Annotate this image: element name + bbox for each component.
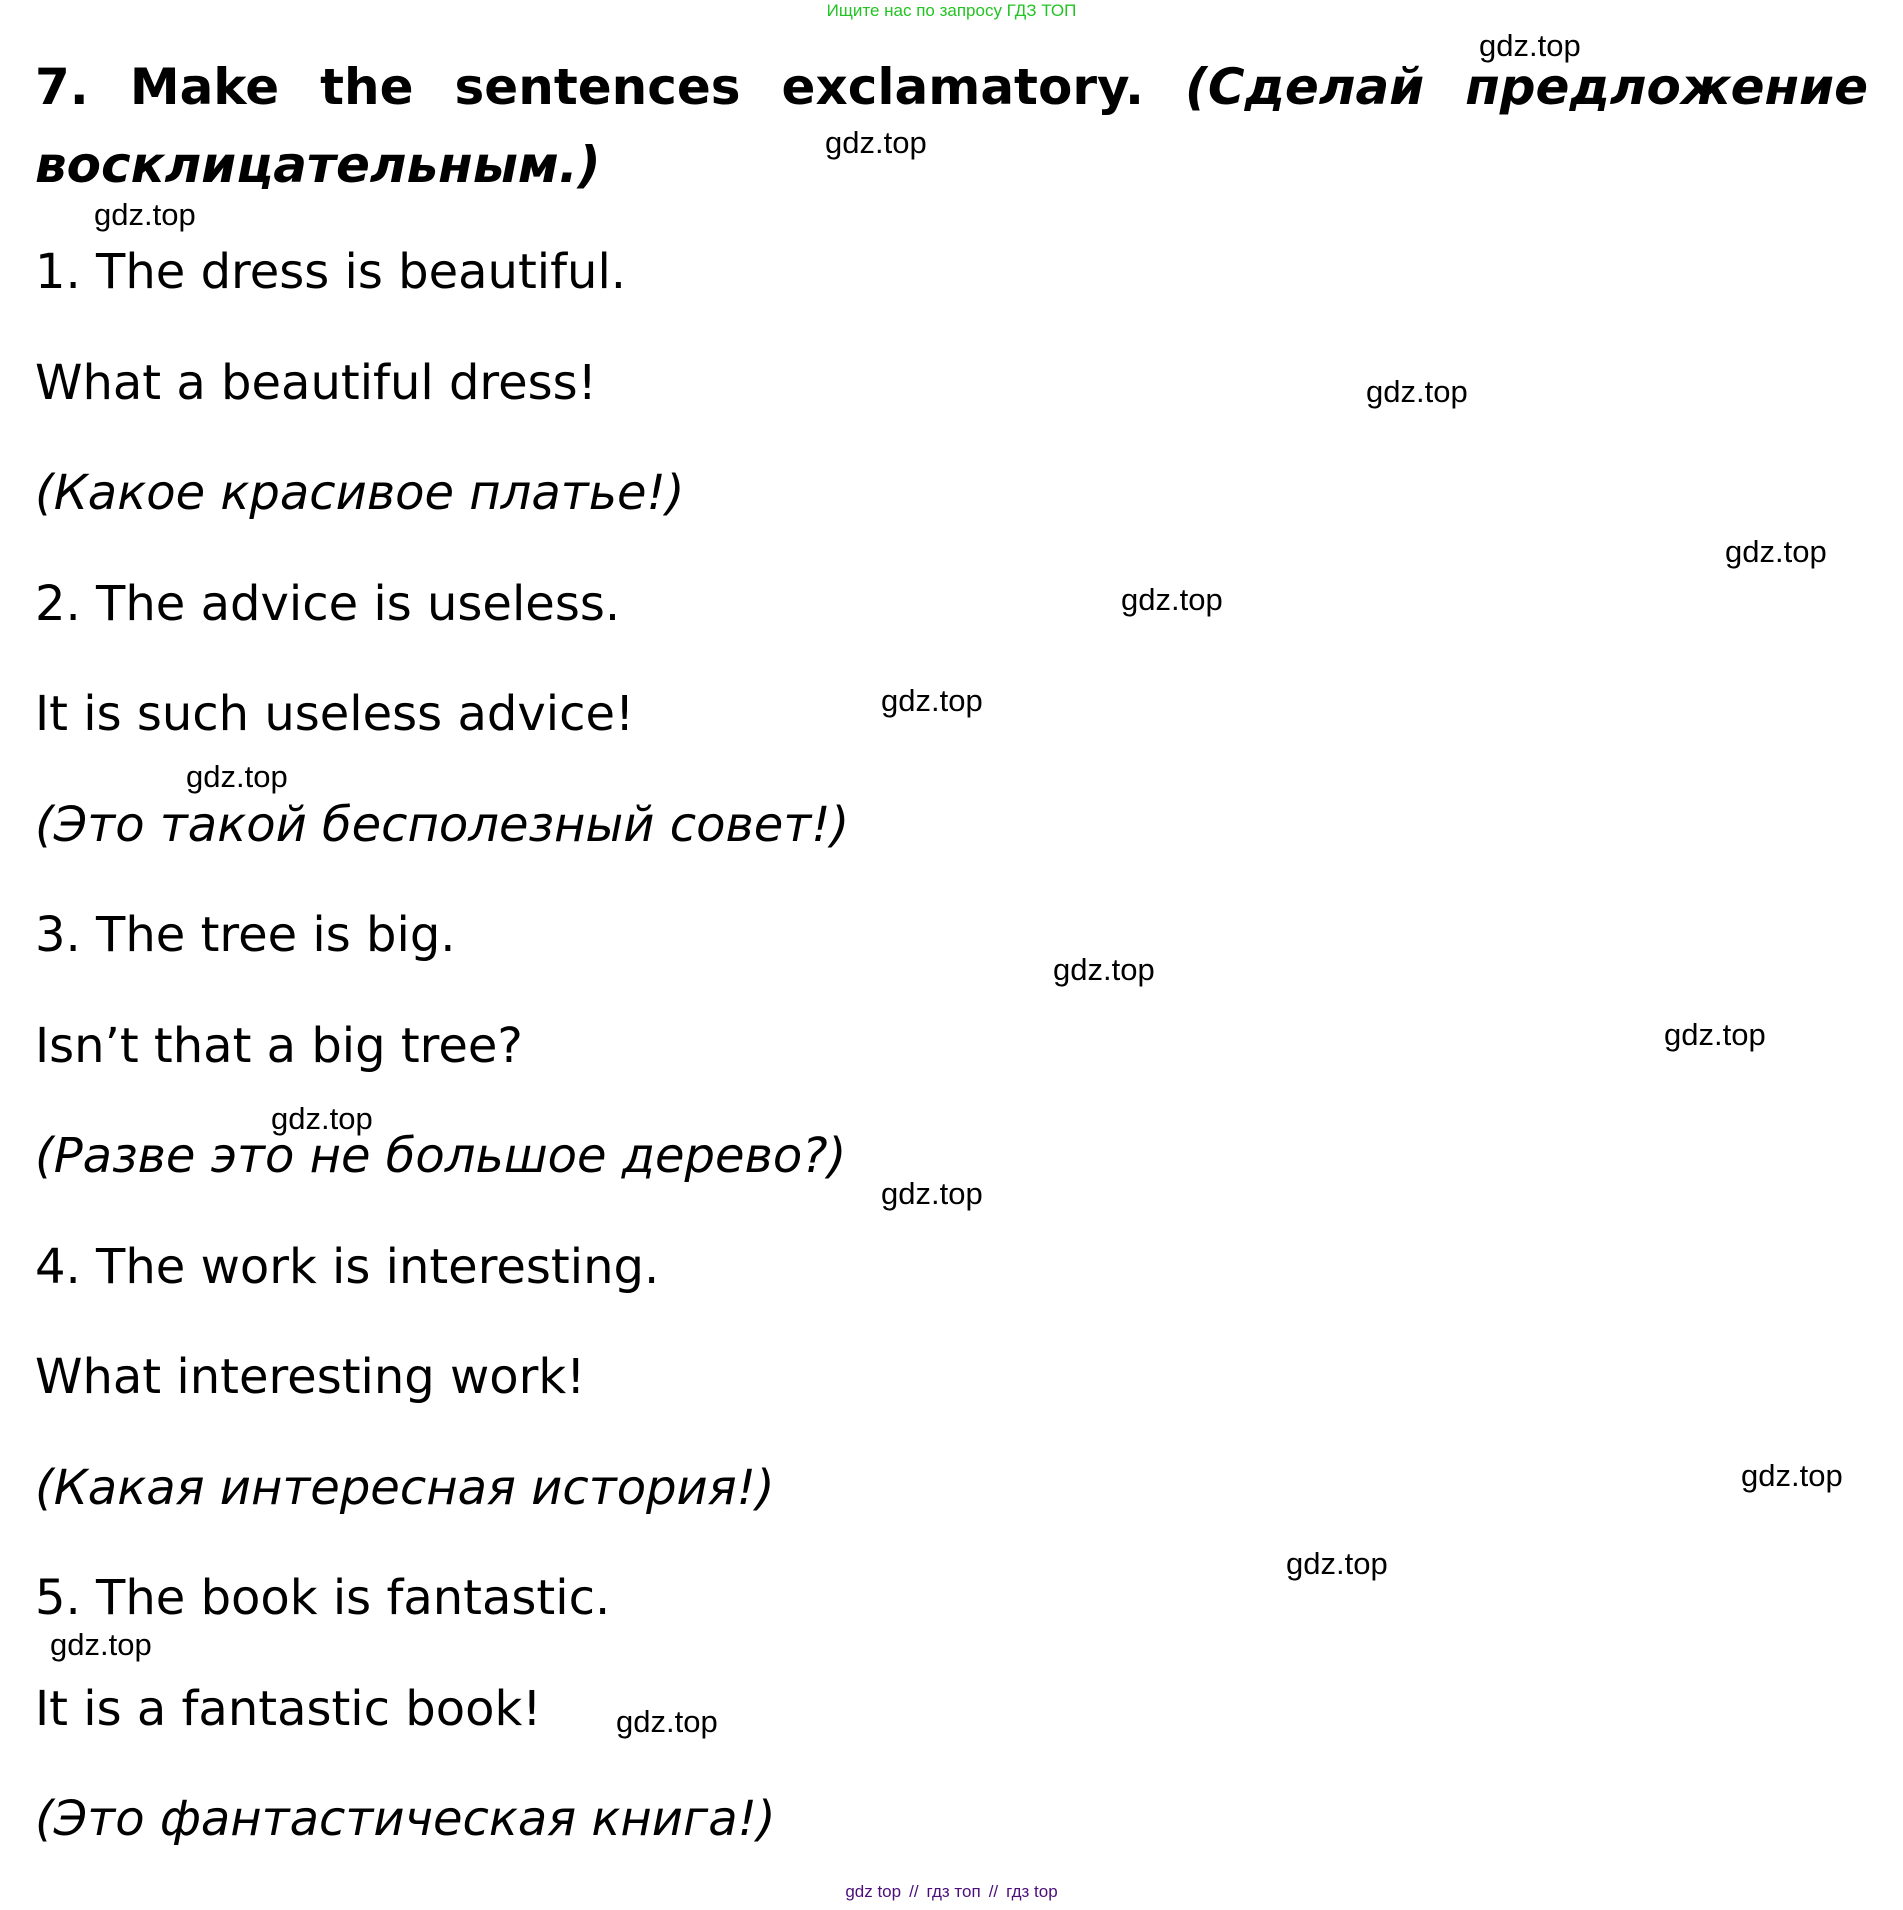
footer-link[interactable]: гдз top bbox=[1006, 1882, 1058, 1901]
footer-links: gdz top // гдз топ // гдз top bbox=[0, 1882, 1903, 1902]
task-heading: 7. Make the sentences exclamatory. (Сдел… bbox=[35, 48, 1868, 204]
watermark: gdz.top bbox=[1664, 1017, 1766, 1052]
watermark: gdz.top bbox=[1479, 28, 1581, 63]
item-1-translation: (Какое красивое платье!) bbox=[35, 465, 685, 521]
watermark: gdz.top bbox=[1725, 534, 1827, 569]
watermark: gdz.top bbox=[1121, 582, 1223, 617]
watermark: gdz.top bbox=[881, 683, 983, 718]
watermark: gdz.top bbox=[1741, 1458, 1843, 1493]
watermark: gdz.top bbox=[825, 125, 927, 160]
watermark: gdz.top bbox=[271, 1101, 373, 1136]
top-banner: Ищите нас по запросу ГДЗ ТОП bbox=[826, 1, 1077, 20]
item-1-original: 1. The dress is beautiful. bbox=[35, 244, 627, 300]
item-1-answer: What a beautiful dress! bbox=[35, 355, 597, 411]
watermark: gdz.top bbox=[94, 197, 196, 232]
task-instruction-en: Make the sentences exclamatory. bbox=[129, 58, 1144, 116]
item-4-translation: (Какая интересная история!) bbox=[35, 1460, 775, 1516]
item-2-translation: (Это такой бесполезный совет!) bbox=[35, 797, 850, 853]
footer-separator: // bbox=[909, 1882, 919, 1901]
task-number: 7. bbox=[35, 58, 89, 116]
item-4-answer: What interesting work! bbox=[35, 1349, 586, 1405]
task-instruction-ru: (Сделай предложение восклицательным.) bbox=[35, 58, 1868, 194]
item-5-original: 5. The book is fantastic. bbox=[35, 1570, 611, 1626]
item-3-original: 3. The tree is big. bbox=[35, 907, 456, 963]
footer-link[interactable]: гдз топ bbox=[926, 1882, 981, 1901]
watermark: gdz.top bbox=[186, 759, 288, 794]
item-2-answer: It is such useless advice! bbox=[35, 686, 635, 742]
item-3-translation: (Разве это не большое дерево?) bbox=[35, 1128, 847, 1184]
watermark: gdz.top bbox=[1366, 374, 1468, 409]
item-4-original: 4. The work is interesting. bbox=[35, 1239, 660, 1295]
footer-separator: // bbox=[988, 1882, 999, 1901]
watermark: gdz.top bbox=[616, 1704, 718, 1739]
item-5-translation: (Это фантастическая книга!) bbox=[35, 1791, 776, 1847]
item-5-answer: It is a fantastic book! bbox=[35, 1681, 542, 1737]
footer-link[interactable]: gdz top bbox=[845, 1882, 902, 1901]
item-2-original: 2. The advice is useless. bbox=[35, 576, 621, 632]
watermark: gdz.top bbox=[50, 1627, 152, 1662]
item-3-answer: Isn’t that a big tree? bbox=[35, 1018, 523, 1074]
watermark: gdz.top bbox=[1286, 1546, 1388, 1581]
watermark: gdz.top bbox=[1053, 952, 1155, 987]
watermark: gdz.top bbox=[881, 1176, 983, 1211]
